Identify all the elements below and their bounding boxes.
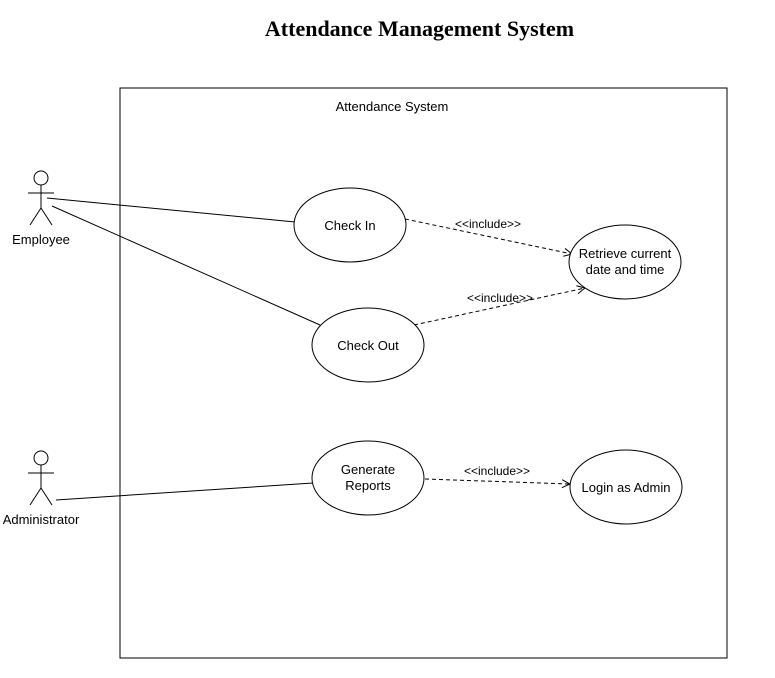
association-admin-generate bbox=[55, 482, 314, 501]
administrator-actor[interactable]: Administrator bbox=[3, 450, 80, 527]
include-label-checkout: <<include>> bbox=[467, 291, 533, 305]
include-label-generate: <<include>> bbox=[464, 464, 530, 478]
retrieve-label-line2: date and time bbox=[586, 262, 665, 277]
diagram-title: Attendance Management System bbox=[264, 16, 575, 41]
use-case-generate-reports[interactable]: Generate Reports bbox=[311, 440, 425, 516]
use-case-check-out[interactable]: Check Out bbox=[311, 307, 425, 383]
include-checkin-retrieve bbox=[404, 218, 572, 254]
generate-label-line1: Generate bbox=[341, 462, 395, 477]
include-checkout-retrieve bbox=[413, 288, 585, 326]
use-case-retrieve-date-time[interactable]: Retrieve current date and time bbox=[568, 224, 682, 300]
check-out-label: Check Out bbox=[337, 338, 399, 353]
retrieve-label-line1: Retrieve current bbox=[579, 246, 672, 261]
employee-head-icon bbox=[33, 170, 49, 186]
administrator-label: Administrator bbox=[3, 512, 80, 527]
generate-label-line2: Reports bbox=[345, 478, 391, 493]
login-admin-label: Login as Admin bbox=[582, 480, 671, 495]
use-case-login-admin[interactable]: Login as Admin bbox=[569, 449, 683, 525]
administrator-head-icon bbox=[33, 450, 49, 466]
employee-label: Employee bbox=[12, 232, 70, 247]
use-case-check-in[interactable]: Check In bbox=[293, 187, 407, 263]
system-label: Attendance System bbox=[336, 99, 449, 114]
include-label-checkin: <<include>> bbox=[455, 217, 521, 231]
association-employee-checkin bbox=[46, 197, 296, 223]
system-boundary bbox=[119, 87, 728, 659]
include-generate-login bbox=[424, 478, 570, 484]
association-employee-checkout bbox=[51, 205, 321, 326]
check-in-label: Check In bbox=[324, 218, 375, 233]
employee-actor[interactable]: Employee bbox=[12, 170, 70, 247]
